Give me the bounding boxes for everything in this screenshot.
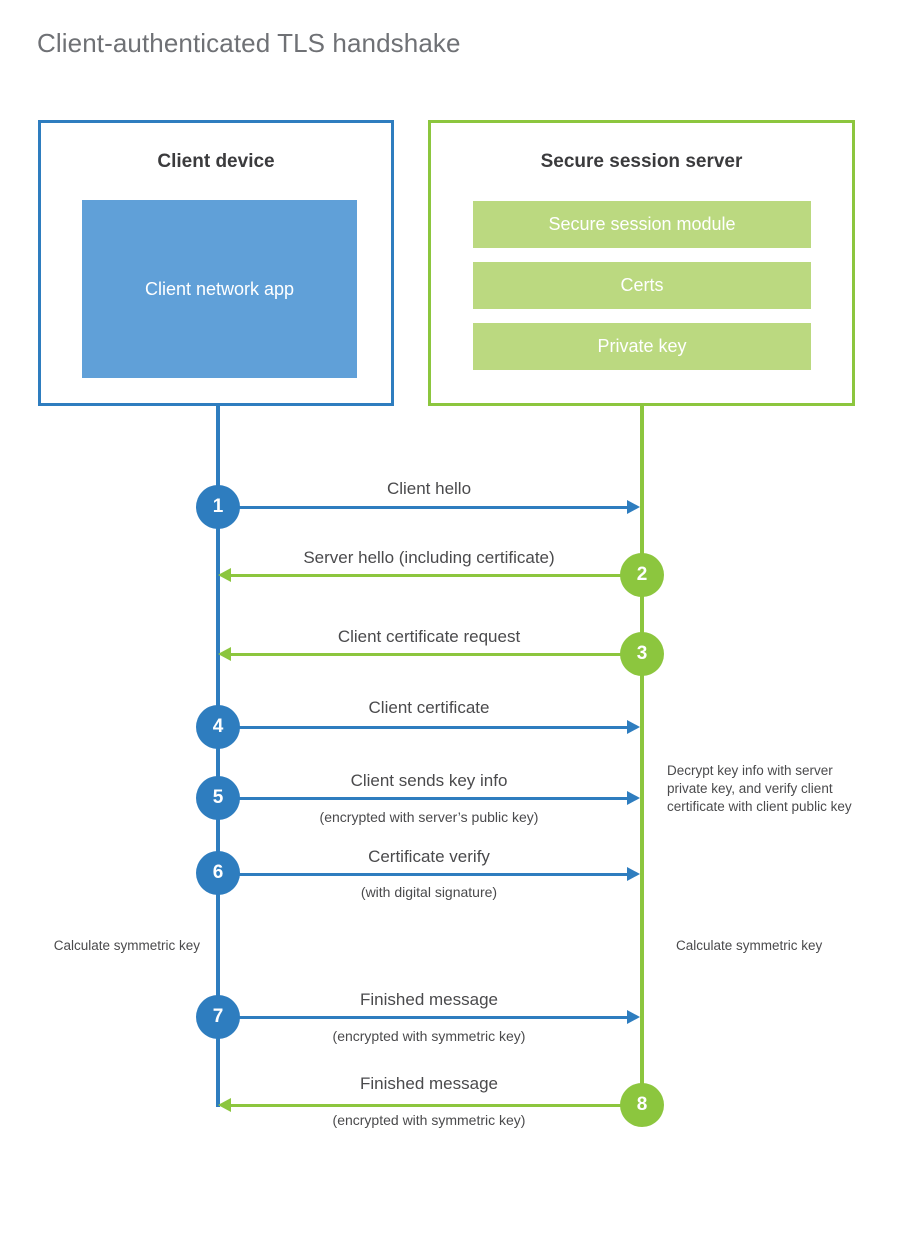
step-6-arrow-line (218, 873, 627, 876)
step-7-sublabel: (encrypted with symmetric key) (332, 1028, 526, 1044)
step-8-circle[interactable]: 8 (620, 1083, 664, 1127)
step-1-arrow-head-right-icon (627, 500, 640, 514)
step-8-arrow-line (231, 1104, 640, 1107)
step-3-circle[interactable]: 3 (620, 632, 664, 676)
step-8-sublabel: (encrypted with symmetric key) (332, 1112, 526, 1128)
step-6-label: Certificate verify (368, 847, 490, 866)
client-device-title: Client device (157, 151, 275, 172)
server-block-certs: Certs (473, 262, 811, 309)
client-lifeline (216, 405, 220, 1107)
page-title: Client-authenticated TLS handshake (37, 28, 461, 58)
step-2-arrow-line (231, 574, 640, 577)
secure-session-server-box: Secure session server Secure session mod… (428, 120, 855, 406)
step-1-circle[interactable]: 1 (196, 485, 240, 529)
step-5-arrow-line (218, 797, 627, 800)
client-network-app-block: Client network app (82, 200, 357, 378)
step-7-arrow-head-right-icon (627, 1010, 640, 1024)
step-6-sublabel: (with digital signature) (360, 884, 498, 900)
step-4-arrow-line (218, 726, 627, 729)
step-5-circle[interactable]: 5 (196, 776, 240, 820)
step-7-label: Finished message (360, 990, 498, 1009)
step-4-label: Client certificate (368, 698, 490, 717)
step-7-circle[interactable]: 7 (196, 995, 240, 1039)
step-5-label: Client sends key info (350, 771, 508, 790)
step-8-label: Finished message (360, 1074, 498, 1093)
step-3-arrow-line (231, 653, 640, 656)
step-3-label: Client certificate request (337, 627, 521, 646)
client-calculate-symmetric-key-note: Calculate symmetric key (53, 938, 200, 953)
step-8-arrow-head-left-icon (218, 1098, 231, 1112)
server-block-secure-session-module: Secure session module (473, 201, 811, 248)
server-lifeline (640, 405, 644, 1107)
step-3-arrow-head-left-icon (218, 647, 231, 661)
step-2-arrow-head-left-icon (218, 568, 231, 582)
step-1-arrow-line (218, 506, 627, 509)
secure-session-server-title: Secure session server (540, 151, 743, 172)
step-6-arrow-head-right-icon (627, 867, 640, 881)
client-device-box: Client device Client network app (38, 120, 394, 406)
step-6-circle[interactable]: 6 (196, 851, 240, 895)
step-2-label: Server hello (including certificate) (303, 548, 555, 567)
step-7-arrow-line (218, 1016, 627, 1019)
server-blocks-list: Secure session module Certs Private key (473, 201, 811, 384)
step-5-sublabel: (encrypted with server’s public key) (319, 809, 539, 825)
step-5-arrow-head-right-icon (627, 791, 640, 805)
server-block-private-key: Private key (473, 323, 811, 370)
server-decrypt-note: Decrypt key info with server private key… (667, 763, 852, 814)
step-4-arrow-head-right-icon (627, 720, 640, 734)
server-calculate-symmetric-key-note: Calculate symmetric key (676, 938, 823, 953)
step-2-circle[interactable]: 2 (620, 553, 664, 597)
step-4-circle[interactable]: 4 (196, 705, 240, 749)
step-1-label: Client hello (386, 479, 472, 498)
